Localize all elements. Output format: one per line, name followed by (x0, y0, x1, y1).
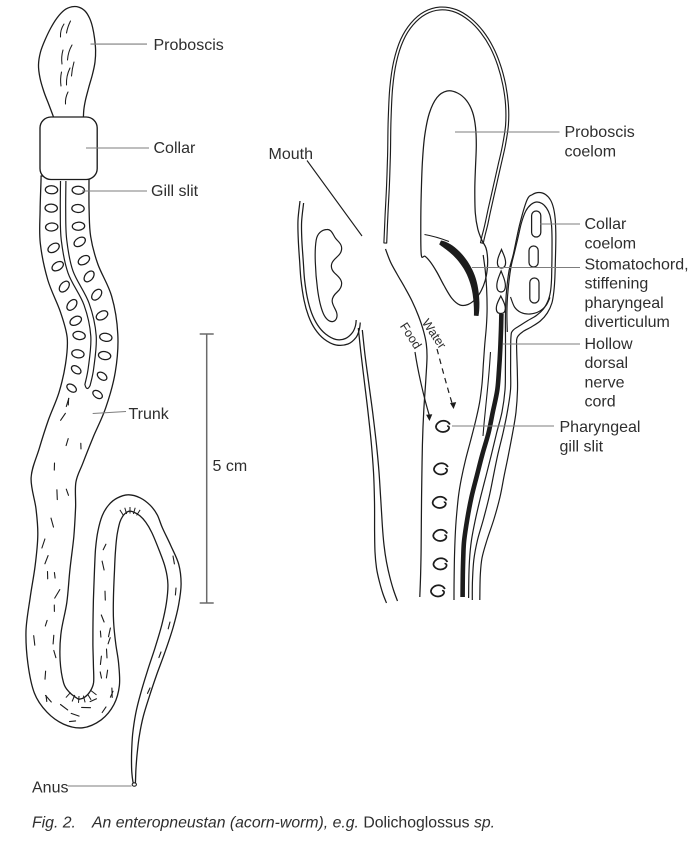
svg-text:diverticulum: diverticulum (585, 314, 670, 331)
svg-text:Trunk: Trunk (129, 406, 170, 423)
svg-text:coelom: coelom (585, 235, 637, 252)
svg-text:cord: cord (585, 394, 616, 411)
svg-text:stiffening: stiffening (585, 276, 649, 293)
svg-text:5 cm: 5 cm (213, 458, 248, 475)
svg-text:gill slit: gill slit (560, 438, 604, 455)
svg-text:Collar: Collar (585, 216, 627, 233)
svg-text:Anus: Anus (32, 780, 68, 797)
svg-text:nerve: nerve (585, 374, 625, 391)
svg-text:Collar: Collar (154, 140, 196, 157)
svg-text:coelom: coelom (565, 143, 617, 160)
svg-text:dorsal: dorsal (585, 355, 629, 372)
svg-text:Mouth: Mouth (269, 146, 313, 163)
svg-text:Proboscis: Proboscis (154, 37, 224, 54)
svg-text:Gill slit: Gill slit (151, 183, 199, 200)
svg-text:Stomatochord,: Stomatochord, (585, 256, 689, 273)
svg-text:An enteropneustan (acorn-worm): An enteropneustan (acorn-worm), e.g. Dol… (91, 814, 495, 831)
svg-text:pharyngeal: pharyngeal (585, 295, 664, 312)
svg-text:Pharyngeal: Pharyngeal (560, 419, 641, 436)
svg-text:Proboscis: Proboscis (565, 124, 635, 141)
svg-text:Hollow: Hollow (585, 336, 633, 353)
svg-text:Fig. 2.: Fig. 2. (32, 814, 76, 831)
